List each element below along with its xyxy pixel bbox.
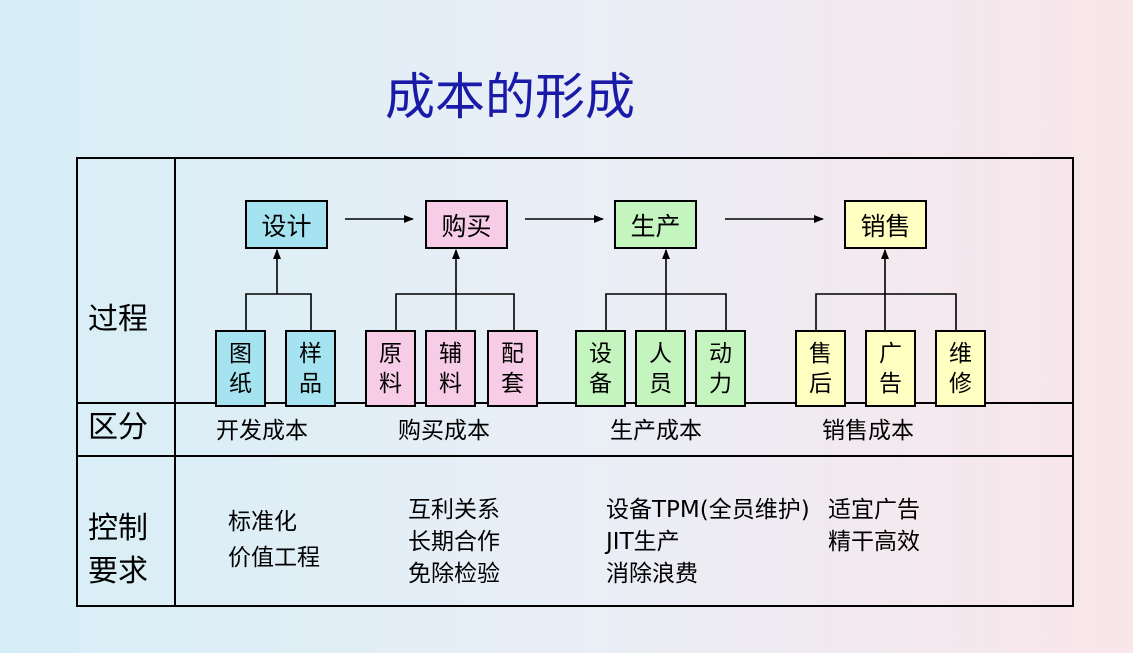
control-design-line2: 价值工程 [228, 545, 320, 571]
sub-item-char: 修 [949, 371, 972, 397]
page-title: 成本的形成 [385, 68, 635, 126]
row-label-process: 过程 [88, 302, 148, 337]
sub-item-char: 维 [949, 341, 972, 367]
tree-sales [815, 293, 957, 330]
control-production-line3: 消除浪费 [606, 561, 698, 587]
sub-item-maintenance: 维修 [935, 330, 986, 407]
category-production-cost: 生产成本 [610, 418, 702, 444]
sub-item-char: 图 [229, 341, 252, 367]
sub-item-char: 动 [709, 341, 732, 367]
sub-item-char: 后 [809, 371, 832, 397]
sub-item-char: 力 [709, 371, 732, 397]
sub-item-char: 辅 [439, 341, 462, 367]
stage-design-box: 设计 [245, 200, 328, 249]
sub-item-raw-materials: 原料 [365, 330, 416, 407]
sub-item-power: 动力 [695, 330, 746, 407]
control-production-line2: JIT生产 [606, 529, 680, 555]
category-sales-cost: 销售成本 [822, 418, 914, 444]
sub-item-char: 员 [649, 371, 672, 397]
sub-item-drawings: 图纸 [215, 330, 266, 407]
sub-item-advertising: 广告 [865, 330, 916, 407]
control-purchase-line1: 互利关系 [408, 497, 500, 523]
category-purchase-cost: 购买成本 [398, 418, 490, 444]
sub-item-char: 原 [379, 341, 402, 367]
sub-item-char: 料 [379, 371, 402, 397]
diagram-frame [76, 157, 1074, 607]
stage-production-box: 生产 [614, 200, 697, 249]
sub-item-char: 品 [299, 371, 322, 397]
control-purchase-line2: 长期合作 [408, 529, 500, 555]
sub-item-char: 告 [879, 371, 902, 397]
sub-item-samples: 样品 [285, 330, 336, 407]
sub-item-char: 人 [649, 341, 672, 367]
stage-purchase-box: 购买 [425, 200, 508, 249]
row-divider-category [77, 455, 1074, 457]
sub-item-after-sales: 售后 [795, 330, 846, 407]
control-production-line1: 设备TPM(全员维护) [606, 497, 810, 523]
column-divider [174, 158, 176, 607]
sub-item-char: 备 [589, 371, 612, 397]
sub-item-char: 料 [439, 371, 462, 397]
row-label-category: 区分 [88, 410, 148, 445]
control-sales-line1: 适宜广告 [828, 497, 920, 523]
control-design-line1: 标准化 [228, 509, 297, 535]
stage-sales-box: 销售 [844, 200, 927, 249]
sub-item-char: 售 [809, 341, 832, 367]
control-sales-line2: 精干高效 [828, 529, 920, 555]
sub-item-char: 设 [589, 341, 612, 367]
row-label-control-line1: 控制 [88, 511, 148, 546]
category-development-cost: 开发成本 [216, 418, 308, 444]
sub-item-char: 样 [299, 341, 322, 367]
sub-item-equipment: 设备 [575, 330, 626, 407]
tree-purchase [395, 293, 515, 330]
tree-design [245, 293, 312, 330]
sub-item-char: 纸 [229, 371, 252, 397]
sub-item-char: 广 [879, 341, 902, 367]
sub-item-components: 配套 [487, 330, 538, 407]
sub-item-char: 套 [501, 371, 524, 397]
sub-item-char: 配 [501, 341, 524, 367]
row-label-control-line2: 要求 [88, 554, 148, 589]
control-purchase-line3: 免除检验 [408, 561, 500, 587]
sub-item-personnel: 人员 [635, 330, 686, 407]
sub-item-auxiliary-materials: 辅料 [425, 330, 476, 407]
